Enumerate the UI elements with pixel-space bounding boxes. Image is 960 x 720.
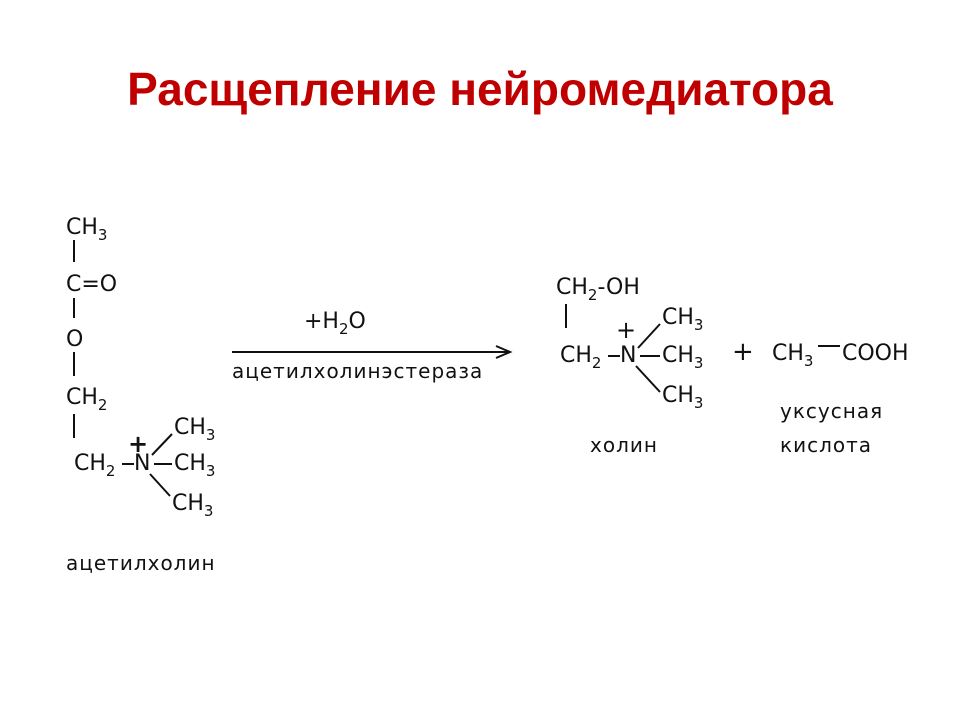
bond-n-methyl-top [151,433,173,456]
acetylcholine-ch2: CH2 [66,385,107,414]
acetylcholine-structure: CH3 C=O O CH2 CH2 N + CH3 CH3 CH3 ацетил… [66,215,216,575]
choline-structure: CH2-OH CH2 N + CH3 CH3 CH3 холин [556,275,703,457]
enzyme-label: ацетилхолинэстераза [232,359,483,383]
acetylcholine-nitrogen: N [134,451,150,476]
slide-title: Расщепление нейромедиатора [127,63,833,115]
acetylcholine-methyl-bottom: CH3 [172,491,213,520]
acetylcholine-ester-oxygen: O [66,327,83,352]
acetic-acid-name-line2: кислота [780,433,872,457]
water-reagent: +H2O [304,309,366,338]
acetylcholine-ch3-top: CH3 [66,215,107,244]
choline-methyl-top: CH3 [662,305,703,334]
acetylcholine-methyl-top: CH3 [174,415,215,444]
acetylcholine-carbonyl: C=O [66,272,117,297]
reaction-arrow-group: +H2O ацетилхолинэстераза [232,309,513,383]
choline-charge: + [616,316,636,344]
acetic-acid-ch3: CH3 [772,341,813,370]
choline-methyl-mid: CH3 [662,343,703,372]
acetylcholine-ch2-n: CH2 [74,451,115,480]
acetic-acid-name-line1: уксусная [780,399,883,423]
acetic-acid-structure: CH3 COOH уксусная кислота [772,341,909,457]
bond-n-methyl-bottom [149,473,171,497]
choline-ch2oh: CH2-OH [556,275,640,304]
choline-nitrogen: N [620,343,636,368]
arrow-head-icon [495,345,513,359]
bond-choline-methyl-top [637,323,661,349]
bond-choline-methyl-bottom [635,365,661,393]
acetylcholine-charge: + [128,430,148,458]
choline-name: холин [590,433,658,457]
acetic-acid-cooh: COOH [842,341,909,366]
acetylcholine-methyl-mid: CH3 [174,451,215,480]
choline-methyl-bottom: CH3 [662,383,703,412]
choline-ch2-n: CH2 [560,343,601,372]
products-plus: + [732,337,754,367]
acetylcholine-name: ацетилхолин [66,551,216,575]
